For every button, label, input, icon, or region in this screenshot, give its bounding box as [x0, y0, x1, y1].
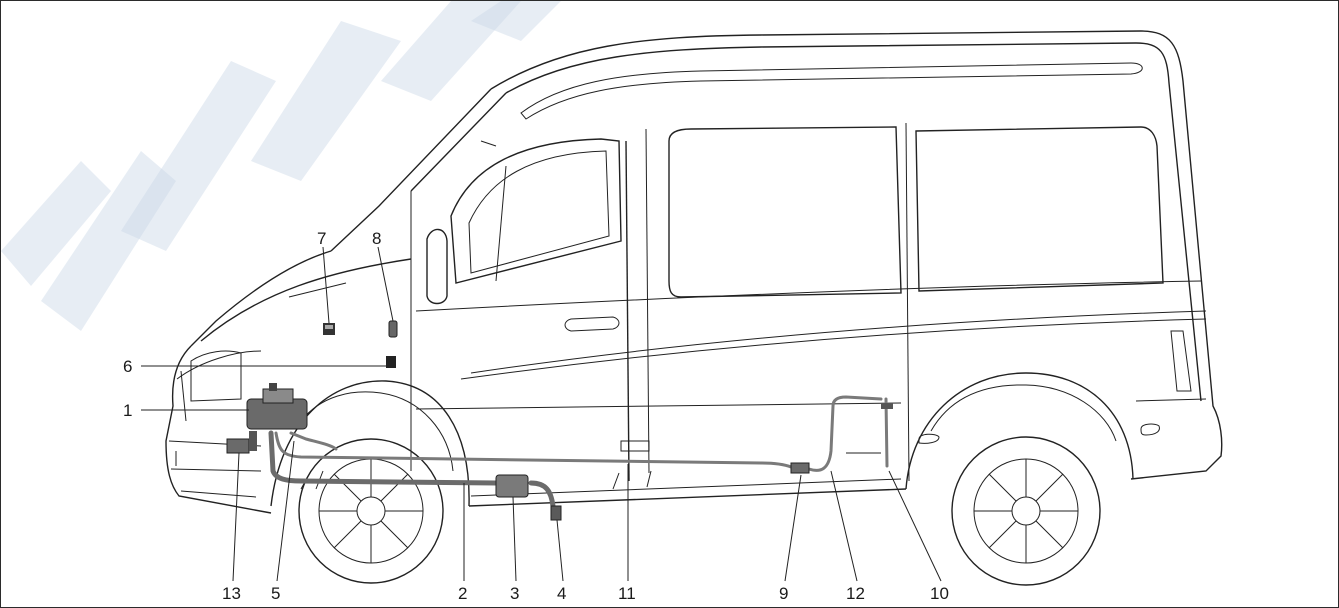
- fuel-intake-line: [289, 431, 338, 451]
- callout-6: 6: [123, 357, 132, 376]
- callout-8: 8: [372, 229, 381, 248]
- callout-4: 4: [557, 584, 566, 603]
- silencer: [495, 474, 529, 498]
- callout-13: 13: [222, 584, 241, 603]
- fuel-standpipe: [884, 397, 889, 468]
- callout-1: 1: [123, 401, 132, 420]
- relay: [386, 356, 396, 368]
- van-outline: [165, 30, 1223, 586]
- control-unit: [388, 320, 398, 338]
- callout-5: 5: [271, 584, 280, 603]
- callout-9: 9: [779, 584, 788, 603]
- leader-lines: [141, 246, 942, 582]
- callout-10: 10: [930, 584, 949, 603]
- front-wheel: [298, 438, 444, 584]
- watermark: [1, 1, 561, 331]
- components: [226, 320, 893, 521]
- callout-2: 2: [458, 584, 467, 603]
- callout-12: 12: [846, 584, 865, 603]
- circulation-pump: [226, 438, 250, 454]
- pipework: [268, 395, 883, 516]
- exhaust-pipe: [268, 430, 499, 486]
- fuel-filter: [790, 462, 810, 474]
- callout-3: 3: [510, 584, 519, 603]
- callout-11: 11: [618, 584, 636, 603]
- heater-unit: [246, 383, 308, 430]
- rear-wheel: [951, 436, 1101, 586]
- callout-labels: 1 2 3 4 5 6 7 8 9 10 11 12 13: [123, 229, 949, 603]
- exhaust-outlet: [550, 505, 562, 521]
- fuel-line: [274, 431, 793, 469]
- fuel-line-tank: [807, 395, 883, 472]
- callout-7: 7: [317, 229, 326, 248]
